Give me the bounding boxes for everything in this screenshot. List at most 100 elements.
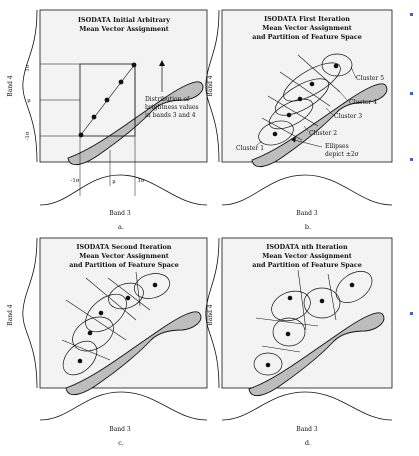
panel-b-title-line2: Mean Vector Assignment — [262, 24, 351, 32]
panel-b-mean-vector-3 — [297, 96, 303, 102]
panel-c-cluster-ellipse-4 — [108, 282, 144, 310]
panel-c-caption: c. — [118, 439, 124, 447]
panel-b-leader-cluster-1 — [255, 140, 263, 147]
panel-b-label-cluster-1: Cluster 1 — [236, 145, 264, 152]
panel-a-distribution-label-2: brightness values — [145, 104, 199, 111]
panel-b-xlabel: Band 3 — [296, 210, 318, 217]
panel-d-cluster-ellipse-5 — [335, 270, 373, 304]
panel-c-mean-vector-3 — [98, 310, 104, 316]
panel-c-mean-vector-4 — [125, 295, 131, 301]
panel-c-cluster-ellipse-3 — [85, 293, 127, 333]
panel-d-partition-line-4 — [261, 345, 301, 353]
panel-d-band3-distribution-curve — [221, 391, 393, 421]
panel-b-mean-vector-4 — [309, 81, 315, 87]
panel-d-title-line3: and Partition of Feature Space — [252, 261, 362, 269]
panel-d-cluster-ellipse-3 — [271, 290, 311, 322]
panel-c-cluster-ellipse-5 — [133, 273, 171, 299]
panel-a-band4-distribution-curve — [22, 9, 38, 163]
panel-a-title-line1: ISODATA Initial Arbitrary — [78, 16, 170, 24]
panel-a: ISODATA Initial Arbitrary Mean Vector As… — [7, 9, 208, 231]
panel-c-mean-vector-5 — [152, 282, 158, 288]
panel-d-caption: d. — [305, 439, 311, 447]
panel-a-x-mu-label: μ — [112, 179, 116, 185]
panel-d-mean-vector-1 — [265, 362, 271, 368]
panel-c-cluster-ellipse-1 — [62, 340, 98, 376]
panel-a-mu-label: μ — [27, 98, 31, 104]
panel-b-cluster-ellipse-2 — [268, 98, 314, 130]
panel-b-cluster-ellipse-3 — [274, 78, 330, 116]
panel-d-band4-distribution-curve — [205, 237, 220, 389]
panel-c-title-line3: and Partition of Feature Space — [69, 261, 179, 269]
panel-b-title-line1: ISODATA First Iteration — [264, 15, 350, 23]
panel-b-ellipse-label-2: depict ±2σ — [325, 151, 359, 158]
panel-a-mean-vector-2 — [91, 114, 97, 120]
panel-a-x-neg-label: -1σ — [71, 178, 80, 184]
panel-b-label-cluster-2: Cluster 2 — [309, 130, 337, 137]
panel-d-cluster-ellipse-4 — [303, 287, 341, 319]
panel-d-mean-vector-4 — [319, 298, 325, 304]
panel-d: ISODATA nth Iteration Mean Vector Assign… — [205, 237, 393, 447]
panel-b-cluster-ellipse-4 — [283, 62, 341, 102]
panel-c-band3-distribution-curve — [39, 391, 208, 421]
panel-b-band3-distribution-curve — [221, 174, 393, 206]
panel-d-cluster-ellipse-1 — [253, 352, 283, 376]
panel-d-mean-vector-3 — [287, 295, 293, 301]
panel-a-title-line2: Mean Vector Assignment — [79, 25, 168, 33]
panel-c-mean-vector-1 — [77, 358, 83, 364]
panel-b-partition-line-1 — [261, 117, 303, 141]
panel-b-partition-line-4 — [297, 54, 341, 93]
panel-b-partition-line-2 — [267, 95, 319, 127]
panel-b-partition-line-3 — [279, 71, 331, 107]
panel-b-ylabel: Band 4 — [207, 75, 214, 97]
panel-b-mean-vector-1 — [272, 131, 278, 137]
panel-b-label-cluster-5: Cluster 5 — [356, 75, 384, 82]
panel-a-sigma-pos-label: 1σ — [25, 64, 31, 71]
panel-c-partition-line-3 — [85, 277, 137, 321]
panel-b-band4-distribution-curve — [205, 9, 220, 163]
panel-a-distribution-arrowhead — [159, 60, 165, 66]
panel-c-partition-line-2 — [65, 299, 127, 341]
panel-d-ylabel: Band 4 — [207, 304, 214, 326]
panel-b-leader-cluster-3 — [325, 107, 334, 116]
panel-b-label-cluster-3: Cluster 3 — [334, 113, 362, 120]
panel-d-title-line1: ISODATA nth Iteration — [266, 243, 348, 251]
panel-b-ellipse-label-1: Ellipses — [325, 143, 349, 150]
panel-b-title-line3: and Partition of Feature Space — [252, 33, 362, 41]
panel-b-caption: b. — [305, 223, 311, 231]
panel-b-leader-cluster-4 — [337, 89, 349, 102]
panel-d-xlabel: Band 3 — [296, 426, 318, 433]
panel-d-mean-vector-2 — [285, 331, 291, 337]
panel-d-partition-line-3 — [327, 273, 337, 321]
panel-c: ISODATA Second Iteration Mean Vector Ass… — [7, 237, 208, 447]
panel-a-mean-vector-4 — [118, 79, 124, 85]
panel-c-title-line2: Mean Vector Assignment — [79, 252, 168, 260]
panel-a-distribution-label-1: Distribution of — [145, 96, 190, 103]
panel-a-sigma-neg-label: -1σ — [25, 131, 31, 140]
panel-b-leader-cluster-5 — [350, 66, 357, 79]
panel-b: ISODATA First Iteration Mean Vector Assi… — [205, 9, 393, 231]
panel-c-partition-line-4 — [107, 277, 151, 311]
panel-b-mean-vector-5 — [333, 63, 339, 69]
slide-bullet-3 — [410, 158, 413, 161]
panel-b-label-cluster-4: Cluster 4 — [349, 99, 377, 106]
panel-c-partition-line-5 — [135, 271, 141, 307]
panel-c-mean-vector-2 — [87, 330, 93, 336]
panel-c-ylabel: Band 4 — [7, 304, 14, 326]
slide-bullet-2 — [410, 92, 413, 95]
panel-b-ellipse-arrowhead — [291, 137, 296, 143]
panel-c-band4-distribution-curve — [22, 237, 38, 389]
panel-d-title-line2: Mean Vector Assignment — [262, 252, 351, 260]
panel-a-xlabel: Band 3 — [109, 210, 131, 217]
panel-a-band3-distribution-curve — [39, 174, 208, 206]
slide-bullet-1 — [410, 13, 413, 16]
panel-c-xlabel: Band 3 — [109, 426, 131, 433]
panel-b-leader-cluster-2 — [303, 125, 309, 132]
panel-d-mean-vector-5 — [349, 282, 355, 288]
slide-bullet-4 — [410, 312, 413, 315]
panel-a-ylabel: Band 4 — [7, 75, 14, 97]
panel-a-x-pos-label: 1σ — [137, 178, 144, 184]
panel-c-title-line1: ISODATA Second Iteration — [77, 243, 172, 251]
panel-b-mean-vector-2 — [286, 112, 292, 118]
panel-d-partition-line-2 — [297, 269, 307, 331]
